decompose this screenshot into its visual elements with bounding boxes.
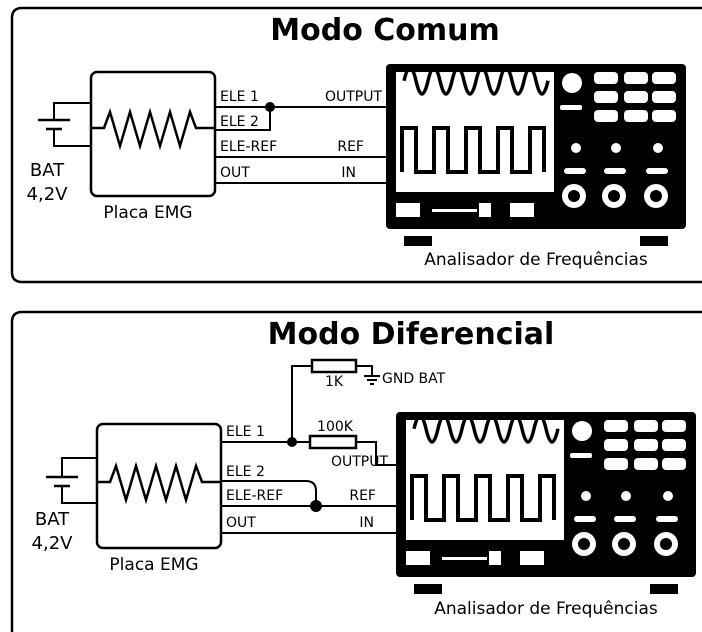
- analyzer-input-label: OUTPUT: [325, 89, 383, 105]
- panel-title: Modo Comum: [270, 13, 500, 48]
- resistor-1k-label: 1K: [325, 374, 344, 390]
- electrode-label: OUT: [226, 515, 256, 531]
- analyzer-input-label: REF: [337, 139, 364, 155]
- wire-ele2: [221, 480, 317, 506]
- resistor-1k-icon: [310, 358, 358, 374]
- battery-icon: [46, 457, 97, 504]
- frequency-analyzer-icon: [384, 62, 688, 248]
- resistor-icon: [91, 107, 215, 151]
- battery-label: BAT: [30, 160, 65, 181]
- panel-modo-comum: Modo Comum BAT 4,2V Placa EMG ELE 1 ELE …: [10, 6, 702, 284]
- resistor-100k-icon: [308, 434, 358, 450]
- wire-to-ground: [356, 365, 373, 376]
- analyzer-input-label: OUTPUT: [331, 454, 389, 470]
- ground-label: GND BAT: [382, 371, 446, 387]
- panel-frame: [10, 6, 702, 284]
- battery-label: BAT: [35, 509, 70, 530]
- junction-dot: [310, 500, 322, 512]
- junction-dot: [265, 102, 275, 112]
- panel-title: Modo Diferencial: [268, 317, 555, 352]
- electrode-label: ELE 2: [226, 464, 265, 480]
- battery-voltage: 4,2V: [32, 533, 74, 554]
- electrode-label: ELE-REF: [220, 139, 277, 155]
- analyzer-label: Analisador de Frequências: [434, 599, 658, 619]
- resistor-100k-label: 100K: [317, 419, 354, 435]
- frequency-analyzer-icon: [394, 410, 698, 596]
- electrode-label: ELE 2: [220, 114, 259, 130]
- analyzer-input-label: IN: [359, 515, 374, 531]
- panel-modo-diferencial: Modo Diferencial BAT 4,2V Placa EMG 1K G…: [10, 310, 702, 632]
- ground-icon: [364, 375, 380, 385]
- emg-board: [89, 70, 217, 198]
- analyzer-input-label: REF: [349, 488, 376, 504]
- electrode-label: ELE 1: [226, 424, 265, 440]
- electrode-label: ELE-REF: [226, 488, 283, 504]
- analyzer-label: Analisador de Frequências: [424, 250, 648, 270]
- battery-voltage: 4,2V: [27, 184, 69, 205]
- wire-ele2: [215, 107, 271, 131]
- resistor-icon: [97, 461, 221, 505]
- electrode-label: ELE 1: [220, 89, 259, 105]
- electrode-label: OUT: [220, 165, 250, 181]
- wire-to-1k: [291, 365, 312, 442]
- battery-icon: [38, 102, 91, 147]
- panel-frame: [10, 310, 702, 632]
- analyzer-input-label: IN: [341, 165, 356, 181]
- emg-board: [95, 422, 223, 550]
- wire-output: [356, 441, 398, 466]
- board-label: Placa EMG: [109, 555, 198, 575]
- junction-dot: [287, 437, 297, 447]
- board-label: Placa EMG: [103, 203, 192, 223]
